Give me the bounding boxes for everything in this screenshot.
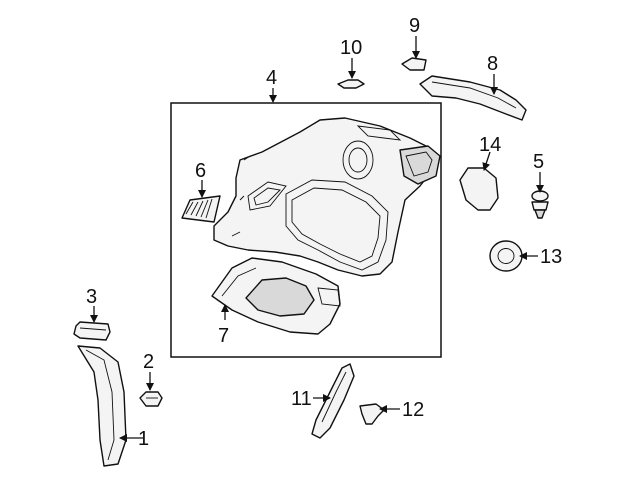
leader-14	[482, 151, 491, 171]
vent-grille	[181, 195, 221, 223]
callout-6: 6	[195, 160, 206, 182]
clip-fastener	[359, 403, 385, 425]
grommet	[489, 240, 523, 272]
callout-4: 4	[266, 67, 277, 89]
clip-small	[337, 79, 365, 89]
callout-8: 8	[487, 53, 498, 75]
callout-10: 10	[340, 37, 362, 59]
retaining-clip	[401, 57, 427, 71]
push-pin-fastener	[531, 190, 549, 219]
trim-clip	[139, 391, 163, 407]
callout-1: 1	[138, 428, 149, 450]
access-cover	[459, 167, 499, 211]
callout-11: 11	[291, 388, 312, 410]
storage-tray	[211, 257, 341, 335]
callout-5: 5	[533, 151, 544, 173]
upper-trim-strip	[419, 75, 527, 121]
callout-9: 9	[409, 15, 420, 37]
callout-3: 3	[86, 286, 97, 308]
callout-2: 2	[143, 351, 154, 373]
quarter-trim-panel	[213, 117, 441, 277]
pillar-trim	[77, 345, 127, 467]
callout-13: 13	[540, 246, 562, 268]
lower-trim	[311, 363, 355, 439]
callout-12: 12	[402, 399, 424, 421]
callout-7: 7	[218, 325, 229, 347]
assembly-group-box	[170, 102, 442, 358]
callout-14: 14	[479, 134, 501, 156]
pillar-cap	[73, 321, 111, 341]
